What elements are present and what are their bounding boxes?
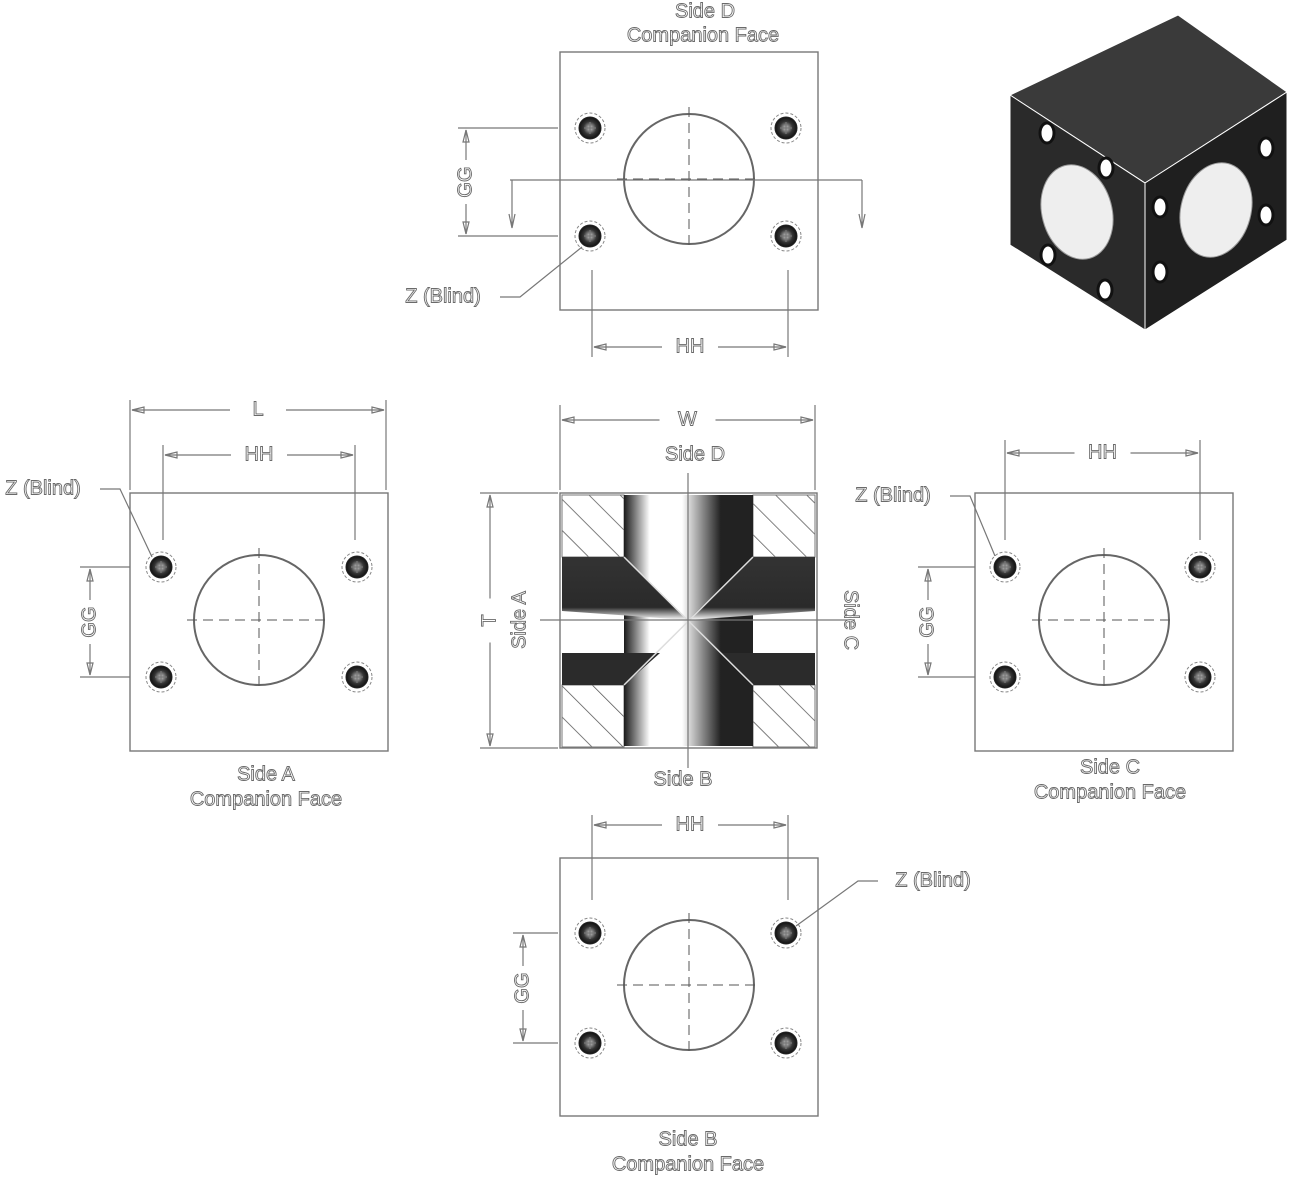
gg-dim-left-label: GG (78, 606, 100, 637)
side-d-subtitle: Companion Face (627, 24, 779, 46)
section-arrow-icon (508, 180, 866, 229)
side-c-subtitle: Companion Face (1034, 781, 1186, 803)
cube-bore-right (1179, 162, 1253, 258)
cube-hole (1097, 156, 1115, 180)
arrowhead-icon (86, 568, 94, 676)
z-blind-label-bottom: Z (Blind) (895, 869, 971, 891)
hatched-wall (752, 494, 816, 558)
arrowhead-icon (593, 343, 787, 351)
leader-line (795, 880, 878, 927)
t-dim-label: T (478, 614, 500, 626)
leader-line (100, 488, 153, 558)
gg-dim-bottom-label: GG (511, 972, 533, 1003)
hh-dim-right-label: HH (1088, 441, 1117, 463)
leader-line (950, 495, 996, 557)
side-b-title: Side B (659, 1128, 718, 1150)
leader-line (500, 246, 583, 298)
section-side-a-label: Side A (508, 590, 530, 648)
hatched-wall (752, 684, 816, 748)
arrowhead-icon (1006, 449, 1199, 457)
hh-dim-left-label: HH (245, 443, 274, 465)
bore-shading (688, 557, 815, 620)
cube-hole (1038, 121, 1056, 145)
hatched-wall (561, 494, 625, 558)
section-side-b-label: Side B (654, 768, 713, 790)
arrowhead-icon (519, 934, 527, 1042)
section-side-d-label: Side D (665, 443, 725, 465)
arrowhead-icon (164, 451, 354, 459)
side-d-title: Side D (675, 0, 735, 22)
cube-hole (1257, 203, 1275, 227)
arrowhead-icon (462, 129, 470, 235)
side-a-subtitle: Companion Face (190, 788, 342, 810)
z-blind-label-right: Z (Blind) (855, 484, 931, 506)
z-blind-label-top: Z (Blind) (405, 285, 481, 307)
cube-hole (1039, 243, 1057, 267)
hh-dim-bottom-label: HH (676, 813, 705, 835)
arrowhead-icon (561, 416, 814, 424)
side-a-title: Side A (237, 763, 295, 785)
bore-shading (720, 653, 815, 685)
hh-dim-top-label: HH (676, 335, 705, 357)
cube-hole (1151, 260, 1169, 284)
arrowhead-icon (924, 568, 932, 676)
arrowhead-icon (486, 494, 494, 747)
cube-hole (1257, 136, 1275, 160)
side-c-title: Side C (1080, 756, 1140, 778)
cube-hole (1096, 278, 1114, 302)
bore-shading (562, 653, 660, 685)
gg-dim-top-label: GG (454, 166, 476, 197)
gg-dim-right-label: GG (916, 606, 938, 637)
bore-shading (562, 557, 688, 620)
w-dim-label: W (678, 408, 697, 430)
side-b-subtitle: Companion Face (612, 1153, 764, 1175)
section-side-c-label: Side C (840, 590, 862, 650)
l-dim-label: L (252, 398, 263, 420)
hatched-wall (561, 684, 625, 748)
z-blind-label-left: Z (Blind) (5, 477, 81, 499)
arrowhead-icon (593, 821, 787, 829)
arrowhead-icon (131, 406, 385, 414)
cube-hole (1151, 195, 1169, 219)
cube-bore-left (1040, 164, 1114, 260)
